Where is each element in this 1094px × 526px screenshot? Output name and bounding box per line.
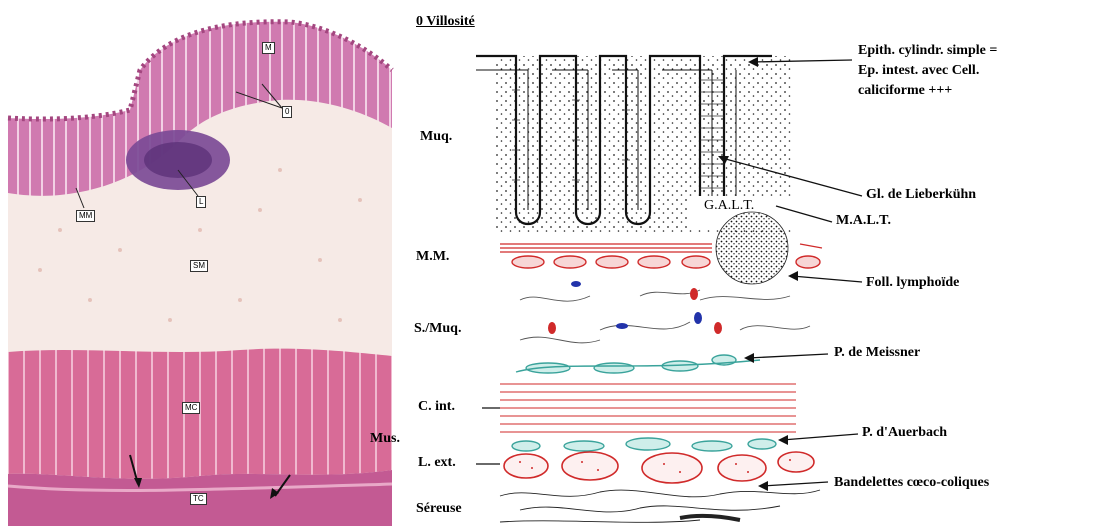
label-lext: L. ext. [418, 454, 456, 471]
label-bandelettes: Bandelettes cœco-coliques [834, 474, 989, 491]
tag-mm: MM [76, 210, 95, 222]
label-epith-2: Ep. intest. avec Cell. [858, 62, 979, 79]
tag-mc: MC [182, 402, 200, 414]
label-meissner: P. de Meissner [834, 344, 920, 361]
tag-m: M [262, 42, 275, 54]
tag-o: 0 [282, 106, 292, 118]
label-auerbach: P. d'Auerbach [862, 424, 947, 441]
label-mm: M.M. [416, 248, 449, 265]
label-cint: C. int. [418, 398, 455, 415]
label-sereuse: Séreuse [416, 500, 462, 517]
lymphoid-follicle [716, 212, 788, 284]
schema-header: 0 Villosité [416, 14, 475, 30]
tag-tc: TC [190, 493, 207, 505]
label-lieberkuhn: Gl. de Lieberkühn [866, 186, 976, 203]
label-foll: Foll. lymphoïde [866, 274, 959, 291]
schema-drawing [476, 56, 862, 522]
tag-sm: SM [190, 260, 208, 272]
label-galt: G.A.L.T. [704, 198, 754, 214]
label-epith-3: caliciforme +++ [858, 82, 952, 99]
tag-l: L [196, 196, 206, 208]
label-epith-1: Epith. cylindr. simple = [858, 42, 997, 59]
label-malt: M.A.L.T. [836, 212, 891, 229]
label-mus: Mus. [370, 430, 400, 447]
label-muq: Muq. [420, 128, 452, 145]
label-smuq: S./Muq. [414, 320, 461, 337]
